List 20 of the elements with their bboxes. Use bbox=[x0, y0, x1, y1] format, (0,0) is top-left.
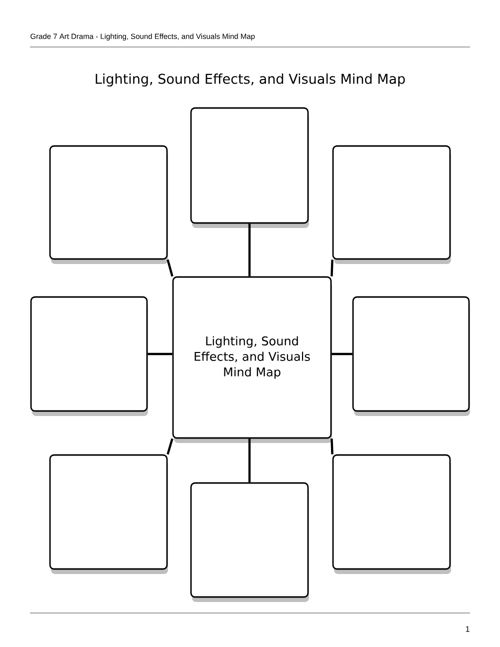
blank-box bbox=[190, 107, 309, 224]
central-box bbox=[172, 276, 332, 439]
connector-line bbox=[148, 352, 172, 356]
connector-line bbox=[166, 438, 174, 455]
blank-box bbox=[332, 454, 451, 570]
page-number: 1 bbox=[466, 626, 470, 632]
blank-box bbox=[49, 145, 168, 260]
blank-box bbox=[352, 296, 470, 412]
connector-line bbox=[166, 259, 174, 277]
center-text: Lighting, Sound Effects, and Visuals Mind Map bbox=[194, 336, 310, 379]
blank-box bbox=[49, 454, 168, 570]
blank-box bbox=[30, 296, 148, 412]
blank-box bbox=[332, 145, 451, 260]
blank-box bbox=[190, 482, 309, 598]
connector-line bbox=[330, 260, 334, 276]
connector-line bbox=[248, 438, 251, 482]
title: Lighting, Sound Effects, and Visuals Mind Map bbox=[96, 73, 405, 87]
connector-line bbox=[332, 352, 352, 356]
connector-line bbox=[248, 224, 251, 276]
connector-line bbox=[330, 438, 334, 454]
